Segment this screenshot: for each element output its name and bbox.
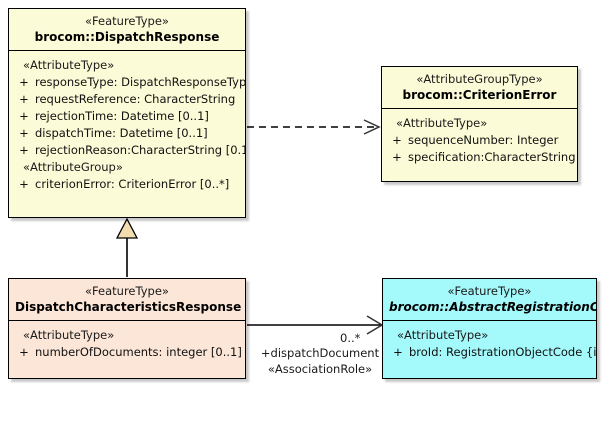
attribute-row[interactable]: + responseType: DispatchResponseType: [13, 74, 245, 91]
attribute-row[interactable]: + dispatchTime: Datetime [0..1]: [13, 125, 241, 142]
association-role-name-label: +dispatchDocument: [260, 346, 380, 360]
attribute-section-stereotype: «AttributeType»: [397, 328, 489, 342]
generalization-triangle: [115, 217, 139, 239]
generalization-connector: [115, 217, 139, 277]
attribute-signature: responseType: DispatchResponseType: [35, 75, 246, 89]
dependency-connector: [247, 119, 381, 135]
class-attributes-compartment: «AttributeType» + numberOfDocuments: int…: [9, 321, 245, 367]
attribute-signature: rejectionReason:CharacterString [0.1]: [35, 143, 246, 157]
association-role-stereotype-label: «AssociationRole»: [267, 362, 373, 376]
class-box-dispatch-characteristics-response[interactable]: «FeatureType» DispatchCharacteristicsRes…: [8, 278, 246, 379]
attribute-signature: criterionError: CriterionError [0..*]: [35, 177, 230, 191]
class-header: «AttributeGroupType» brocom::CriterionEr…: [382, 67, 577, 109]
attribute-signature: sequenceNumber: Integer: [408, 133, 559, 147]
attribute-section-stereotype: «AttributeType»: [23, 328, 115, 342]
attribute-visibility: +: [19, 75, 29, 89]
class-attributes-compartment: «AttributeType» + sequenceNumber: Intege…: [382, 109, 577, 172]
attribute-row[interactable]: + criterionError: CriterionError [0..*]: [13, 176, 241, 193]
class-name: brocom::AbstractRegistrationObject: [389, 300, 597, 314]
attribute-section-stereotype: «AttributeType»: [396, 116, 488, 130]
attribute-visibility: +: [19, 143, 29, 157]
association-open-arrowhead: [366, 315, 384, 335]
attribute-row[interactable]: + sequenceNumber: Integer: [386, 132, 573, 149]
attribute-visibility: +: [392, 150, 402, 164]
attribute-signature: broId: RegistrationObjectCode {id}: [409, 345, 597, 359]
attribute-visibility: +: [19, 92, 29, 106]
association-connector: [247, 315, 384, 335]
class-stereotype: «FeatureType»: [85, 14, 169, 28]
class-name: brocom::DispatchResponse: [34, 30, 220, 44]
attribute-visibility: +: [19, 109, 29, 123]
association-multiplicity-label: 0..*: [340, 331, 361, 345]
class-header: «FeatureType» DispatchCharacteristicsRes…: [9, 279, 245, 321]
dependency-open-arrowhead: [363, 119, 381, 135]
attribute-signature: dispatchTime: Datetime [0..1]: [35, 126, 208, 140]
attribute-row[interactable]: + rejectionReason:CharacterString [0.1]: [13, 142, 245, 159]
attribute-row[interactable]: + numberOfDocuments: integer [0..1]: [13, 344, 242, 361]
class-attributes-compartment: «AttributeType» + broId: RegistrationObj…: [383, 321, 596, 367]
attribute-row[interactable]: + requestReference: CharacterString: [13, 91, 241, 108]
attribute-visibility: +: [19, 126, 29, 140]
attribute-row[interactable]: + specification:CharacterString: [386, 149, 576, 166]
attribute-signature: numberOfDocuments: integer [0..1]: [35, 345, 242, 359]
attribute-signature: rejectionTime: Datetime [0..1]: [35, 109, 209, 123]
attribute-row[interactable]: + rejectionTime: Datetime [0..1]: [13, 108, 241, 125]
attribute-section-stereotype: «AttributeType»: [23, 58, 115, 72]
attribute-visibility: +: [392, 133, 402, 147]
class-box-criterion-error[interactable]: «AttributeGroupType» brocom::CriterionEr…: [381, 66, 578, 182]
class-box-abstract-registration-object[interactable]: «FeatureType» brocom::AbstractRegistrati…: [382, 278, 597, 379]
class-stereotype: «AttributeGroupType»: [416, 72, 543, 86]
attribute-signature: specification:CharacterString: [408, 150, 576, 164]
attribute-visibility: +: [393, 345, 403, 359]
attribute-signature: requestReference: CharacterString: [35, 92, 236, 106]
attribute-group-section-stereotype: «AttributeGroup»: [23, 160, 123, 174]
attribute-row[interactable]: + broId: RegistrationObjectCode {id}: [387, 344, 596, 361]
class-attributes-compartment: «AttributeType» + responseType: Dispatch…: [9, 51, 245, 199]
class-stereotype: «FeatureType»: [447, 284, 532, 298]
class-header: «FeatureType» brocom::AbstractRegistrati…: [383, 279, 596, 321]
class-name: DispatchCharacteristicsResponse: [15, 300, 242, 314]
class-box-dispatch-response[interactable]: «FeatureType» brocom::DispatchResponse «…: [8, 8, 246, 218]
class-header: «FeatureType» brocom::DispatchResponse: [9, 9, 245, 51]
class-stereotype: «FeatureType»: [85, 284, 169, 298]
attribute-visibility: +: [19, 345, 29, 359]
class-name: brocom::CriterionError: [402, 88, 557, 102]
attribute-visibility: +: [19, 177, 29, 191]
